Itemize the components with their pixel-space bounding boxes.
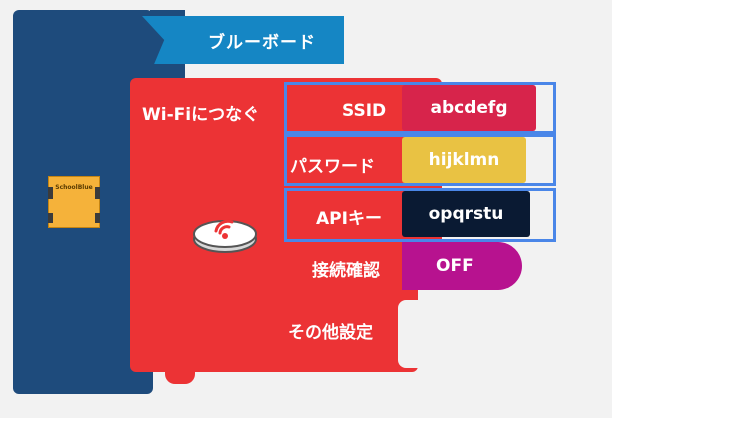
- chip-pad: [48, 187, 53, 199]
- api-key-input[interactable]: opqrstu: [402, 191, 530, 237]
- other-settings-label: その他設定: [288, 323, 373, 343]
- board-chip-label: SchoolBlue: [55, 184, 93, 191]
- board-title: ブルーボード: [208, 32, 316, 53]
- wifi-router-icon: [193, 219, 257, 253]
- wifi-block-title: Wi-Fiにつなぐ: [142, 105, 260, 125]
- ssid-highlight-box: [284, 82, 556, 134]
- connection-check-label: 接続確認: [312, 261, 380, 281]
- ssid-input[interactable]: abcdefg: [402, 85, 536, 131]
- api-key-label: APIキー: [316, 209, 382, 229]
- wifi-block-connector: [165, 368, 195, 384]
- chip-pad: [48, 213, 53, 223]
- password-highlight-box: [284, 134, 556, 186]
- board-chip-icon: SchoolBlue: [48, 176, 100, 228]
- chip-pad: [95, 187, 100, 199]
- workspace: SchoolBlue ブルーボード Wi-Fiにつなぐ SSID abcdefg…: [0, 0, 612, 418]
- wifi-connect-block[interactable]: [130, 78, 418, 372]
- connection-check-toggle[interactable]: OFF: [402, 242, 522, 290]
- password-label: パスワード: [290, 157, 375, 177]
- password-input[interactable]: hijklmn: [402, 137, 526, 183]
- board-title-banner[interactable]: [142, 16, 344, 64]
- ssid-label: SSID: [342, 101, 387, 121]
- chip-pad: [95, 213, 100, 223]
- api-key-highlight-box: [284, 188, 556, 242]
- wifi-block-statement-slot: [398, 300, 456, 368]
